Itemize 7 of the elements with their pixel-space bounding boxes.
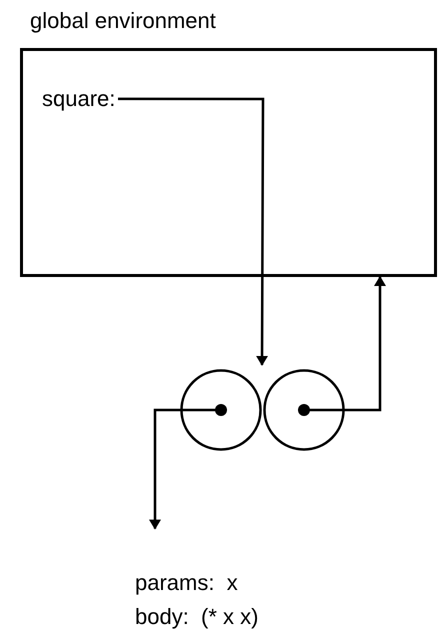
binding-label: square: bbox=[42, 86, 118, 114]
pair-circle bbox=[180, 369, 262, 451]
procedure-text: body: (* x x) bbox=[135, 603, 260, 630]
arrow bbox=[118, 98, 268, 366]
frame-title: global environment bbox=[30, 8, 216, 34]
pair-circle bbox=[263, 369, 345, 451]
procedure-text: params: x bbox=[135, 569, 239, 597]
